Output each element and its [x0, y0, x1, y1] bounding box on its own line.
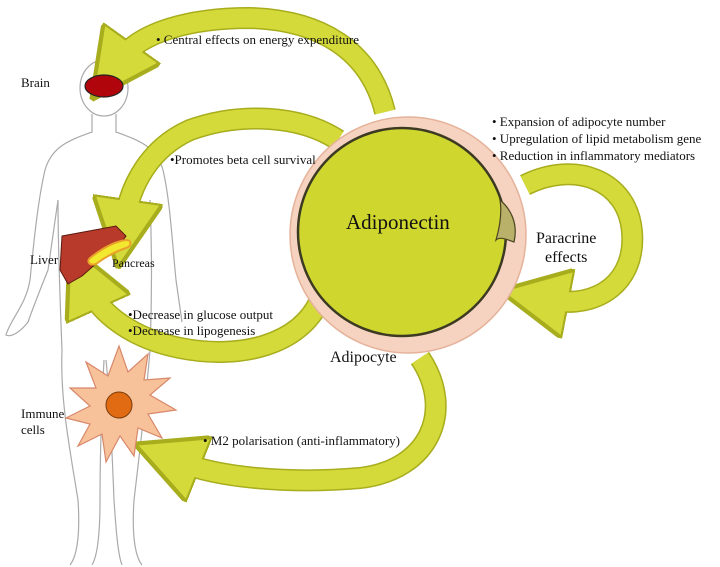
- pancreas-label: Pancreas: [112, 256, 155, 270]
- arrow-adipocyte-to-liver: [90, 290, 331, 363]
- pancreas-effect-text: •Promotes beta cell survival: [170, 152, 316, 167]
- adipose-effects-list: • Expansion of adipocyte number • Upregu…: [492, 113, 701, 164]
- brain-shape: [84, 74, 124, 98]
- adipose-effect-item: • Upregulation of lipid metabolism gene: [492, 131, 702, 146]
- paracrine-effects-label: Paracrine effects: [536, 230, 597, 266]
- arrow-adipocyte-to-brain: [120, 6, 396, 115]
- adipocyte-nucleus: [494, 198, 516, 243]
- pancreas-shape: [87, 238, 132, 266]
- arrow-paracrine-loop: [525, 163, 644, 302]
- adipose-effect-item: • Expansion of adipocyte number: [492, 114, 666, 129]
- liver-effect-item: •Decrease in lipogenesis: [128, 323, 256, 338]
- immune-effect-text: • M2 polarisation (anti-inflammatory): [203, 433, 400, 448]
- brain-effect-text: • Central effects on energy expenditure: [156, 32, 359, 47]
- adipocyte-label: Adipocyte: [330, 349, 397, 366]
- arrow-adipocyte-to-immune-cells: [180, 351, 447, 480]
- arrow-adipocyte-to-pancreas: [125, 107, 345, 220]
- immune-cell-nucleus: [105, 391, 133, 419]
- liver-label: Liver: [30, 252, 59, 267]
- liver-effects-list: •Decrease in glucose output •Decrease in…: [128, 307, 273, 339]
- immune-cells-label: Immune cells: [21, 406, 65, 437]
- adiponectin-label: Adiponectin: [346, 210, 450, 234]
- brain-label: Brain: [21, 75, 50, 90]
- adipose-effect-item: • Reduction in inflammatory mediators: [492, 148, 696, 163]
- liver-effect-item: •Decrease in glucose output: [128, 307, 273, 322]
